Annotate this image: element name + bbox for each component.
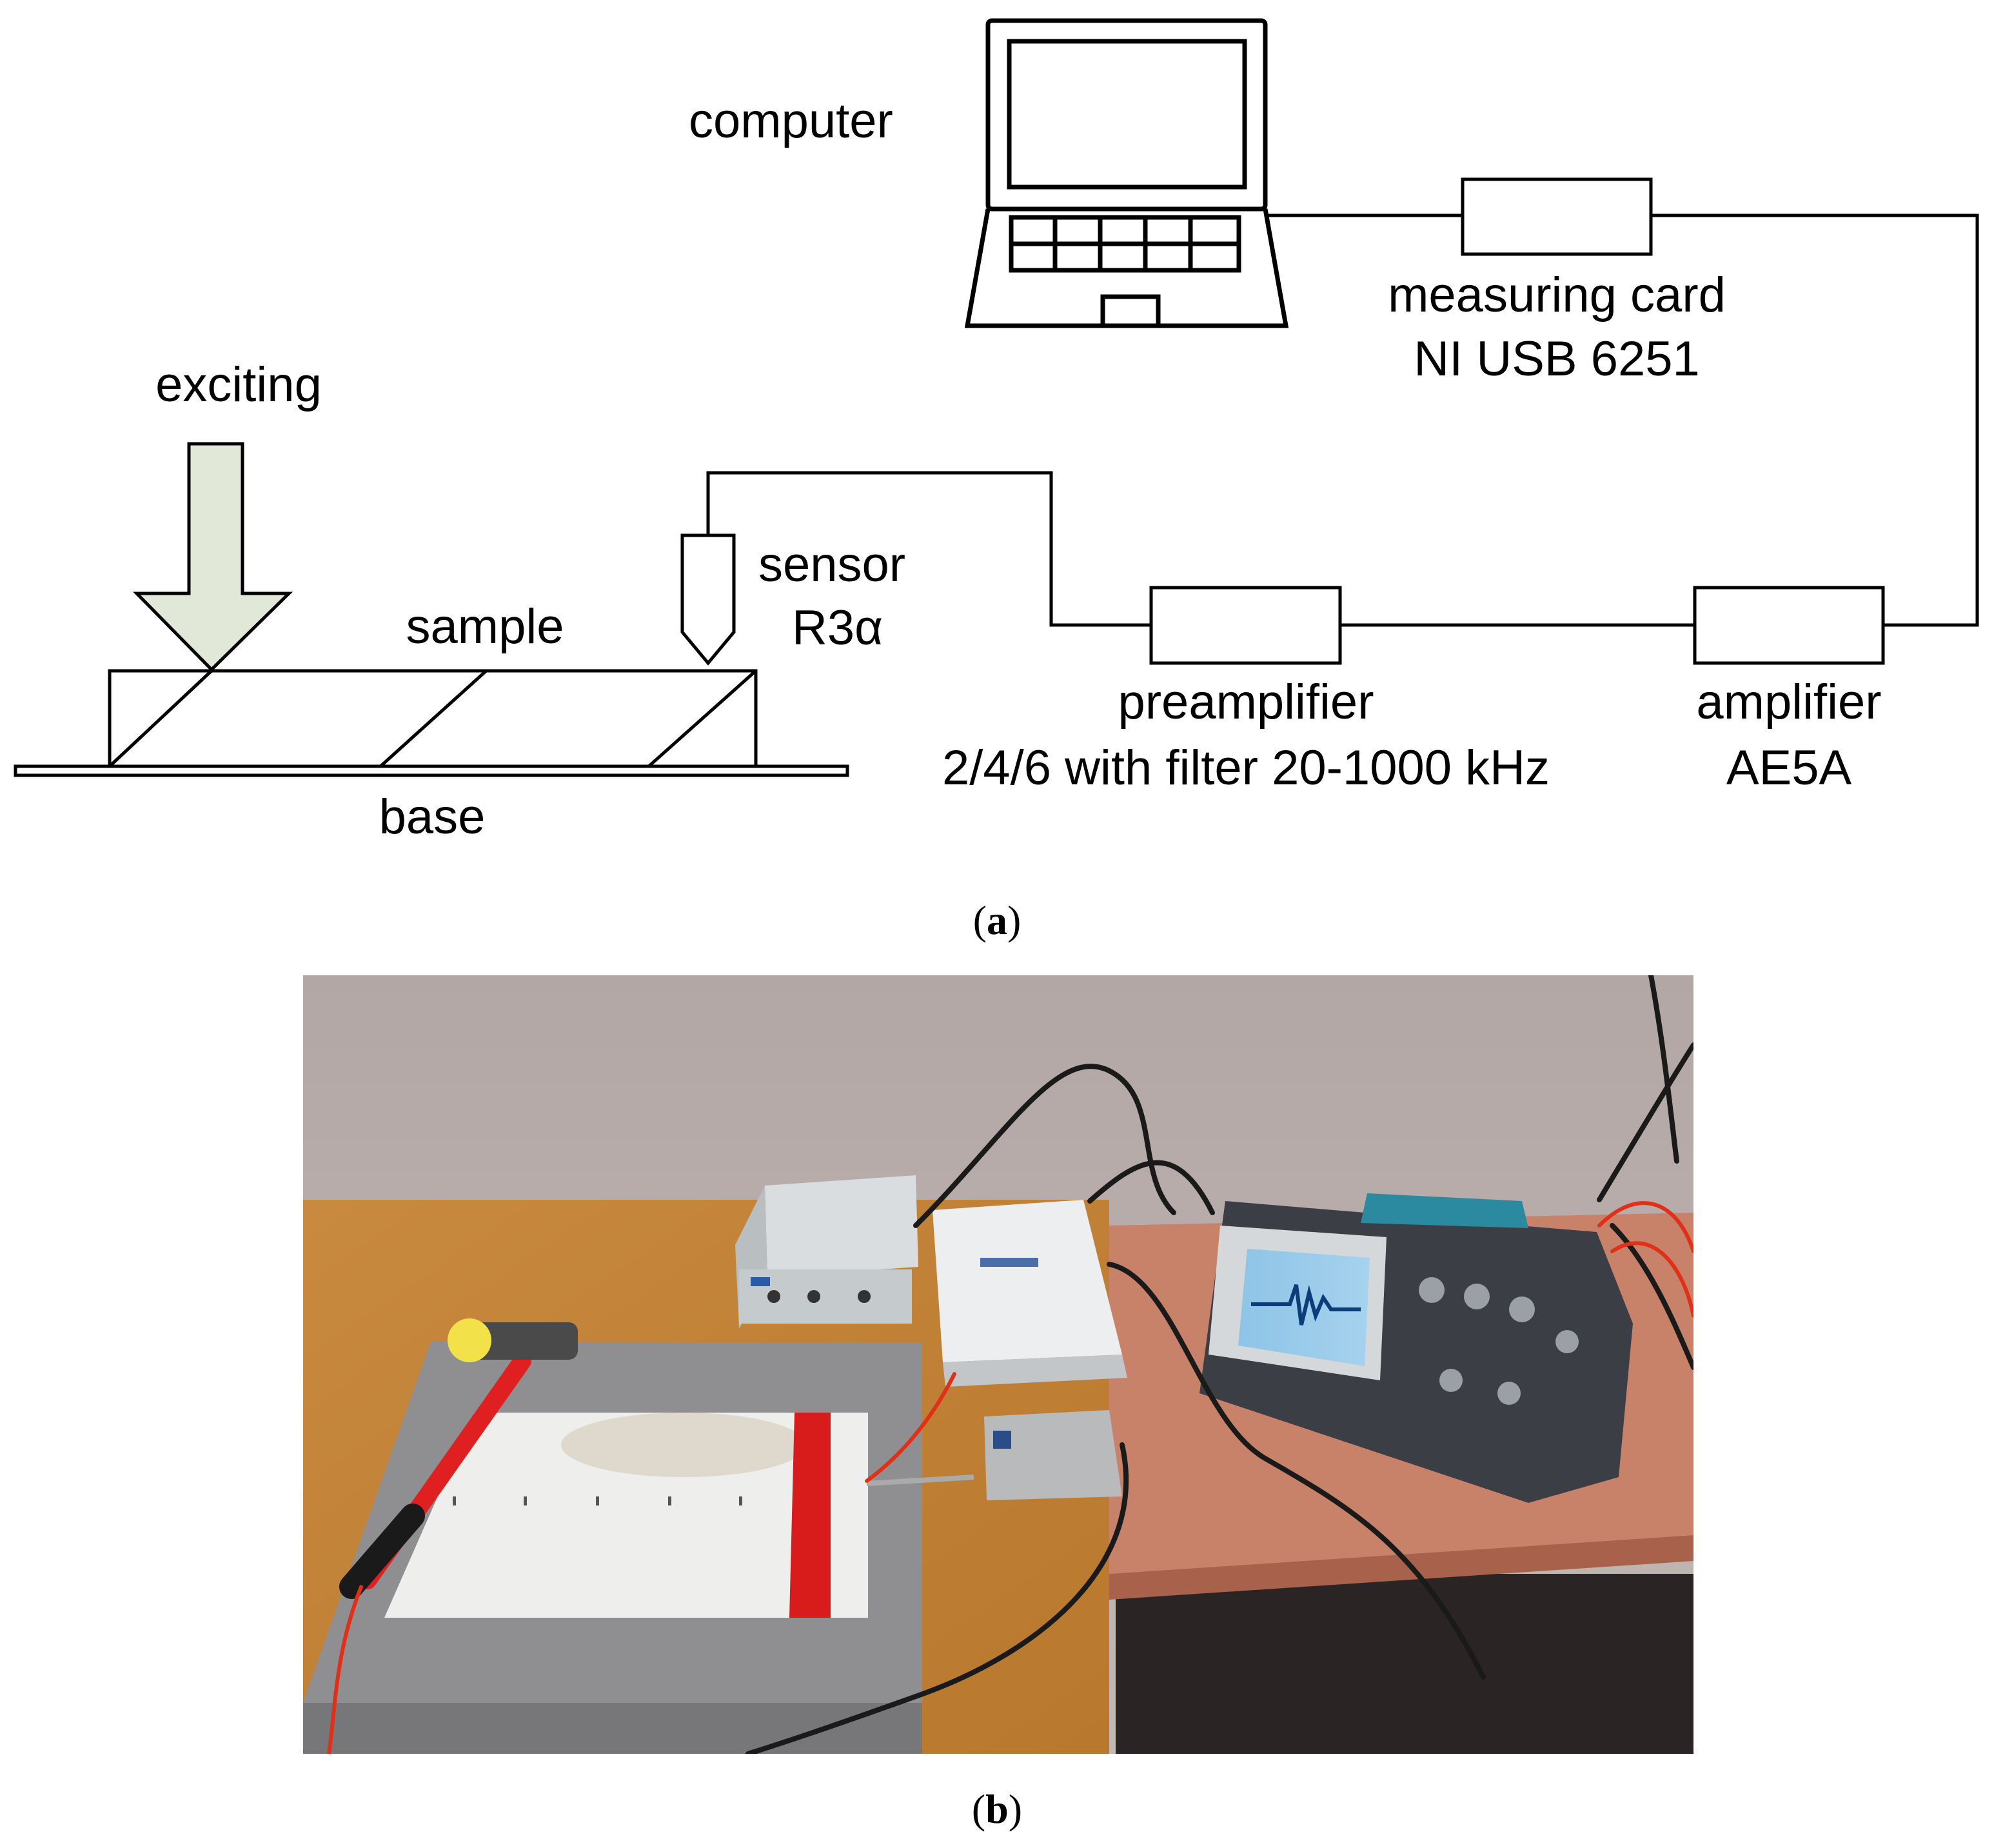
sample-plate <box>108 669 758 768</box>
preamplifier-spec: 2/4/6 with filter 20-1000 kHz <box>942 740 1550 795</box>
computer-label: computer <box>689 94 893 148</box>
red-cables <box>327 1201 1693 1754</box>
measuring-card-device <box>933 1200 1127 1387</box>
amplifier-label: amplifier <box>1696 675 1881 730</box>
preamplifier-device <box>866 1410 1122 1500</box>
waveform <box>1251 1284 1361 1326</box>
cables <box>745 975 1693 1754</box>
preamplifier-box <box>1149 586 1342 665</box>
base-label: base <box>379 790 486 844</box>
amplifier-box <box>1693 586 1885 665</box>
caption-b: (b) <box>972 1786 1022 1832</box>
exciting-label: exciting <box>155 357 322 412</box>
laptop-icon <box>964 18 1289 328</box>
caption-a: (a) <box>973 897 1022 943</box>
experiment-photo <box>303 975 1693 1754</box>
under-desk-shadow <box>1116 1574 1693 1754</box>
signal-wires <box>706 214 1979 627</box>
measuring-card-model: NI USB 6251 <box>1414 332 1700 386</box>
sample-label: sample <box>406 599 564 654</box>
amplifier-model: AE5A <box>1726 740 1852 795</box>
amplifier-device <box>735 1175 918 1329</box>
sensor-label: sensor <box>758 537 905 592</box>
preamplifier-label: preamplifier <box>1118 675 1374 730</box>
red-tape <box>789 1413 831 1618</box>
measuring-card-label: measuring card <box>1388 268 1726 323</box>
base-plate <box>14 764 849 777</box>
sensor-type: R3α <box>792 601 883 655</box>
oscilloscope-device <box>1199 1193 1633 1503</box>
measuring-card-box <box>1461 177 1653 256</box>
exciting-arrow <box>133 442 293 672</box>
schematic-diagram: computer measuring card NI USB 6251 prea… <box>14 18 1979 943</box>
hammer-icon <box>339 1318 578 1599</box>
sensor-probe <box>680 533 736 666</box>
